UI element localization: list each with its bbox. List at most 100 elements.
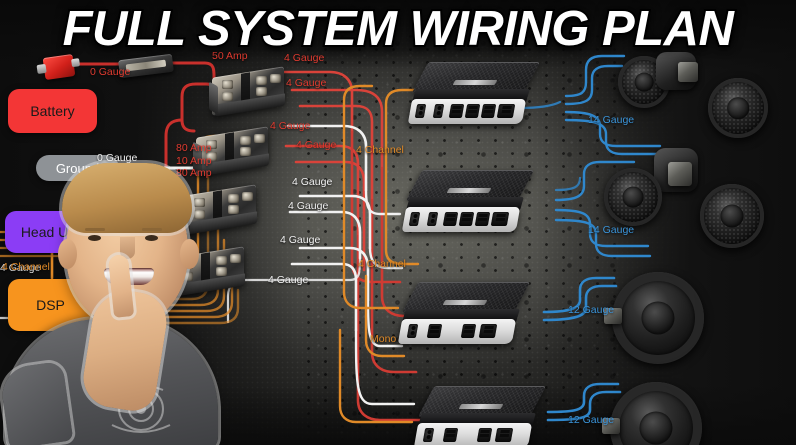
label-ground-gauge-4: 4 Gauge bbox=[268, 274, 309, 286]
midbass-1 bbox=[708, 78, 768, 138]
amplifier-1[interactable] bbox=[407, 62, 541, 126]
amplifier-2[interactable] bbox=[401, 170, 535, 234]
page-title: FULL SYSTEM WIRING PLAN bbox=[61, 0, 736, 58]
amplifier-speaker-terminal bbox=[460, 324, 477, 338]
label-dist-gauge-4: 4 Gauge bbox=[296, 139, 337, 151]
fuse-terminal bbox=[240, 147, 251, 156]
label-dist-gauge-3: 4 Gauge bbox=[270, 120, 311, 132]
label-dsp-out-4channel-1: 4 Channel bbox=[356, 144, 404, 156]
subwoofer-cone: L] bbox=[610, 382, 702, 445]
fuse-terminal bbox=[256, 87, 267, 96]
amplifier-control-panel bbox=[496, 104, 516, 118]
fuse-terminal bbox=[194, 210, 205, 219]
dsp-label: DSP bbox=[36, 297, 65, 313]
presenter-hair bbox=[62, 163, 192, 233]
fuse-terminal bbox=[222, 80, 233, 89]
label-sub-gauge-2: 12 Gauge bbox=[568, 414, 615, 426]
label-ground-gauge-3: 4 Gauge bbox=[280, 234, 321, 246]
presenter-brow-right bbox=[142, 228, 162, 231]
amplifier-control-panel bbox=[494, 428, 514, 442]
fuse-terminal bbox=[270, 74, 281, 83]
label-fuse-80a-top: 80 Amp bbox=[176, 142, 212, 154]
tweeter-2 bbox=[648, 148, 702, 202]
subwoofer-terminal bbox=[602, 418, 620, 434]
label-fuse-80a-bottom: 80 Amp bbox=[176, 167, 212, 179]
label-dist-gauge-2: 4 Gauge bbox=[286, 77, 327, 89]
tweeter-magnet bbox=[678, 62, 698, 82]
label-speaker-gauge-1: 14 Gauge bbox=[588, 114, 635, 126]
amplifier-speaker-terminal bbox=[474, 212, 491, 226]
label-sub-gauge-1: 12 Gauge bbox=[568, 304, 615, 316]
label-battery-to-fuse-gauge: 0 Gauge bbox=[90, 66, 131, 78]
tweeter-1 bbox=[656, 52, 698, 92]
subwoofer-1: L] bbox=[604, 272, 704, 364]
label-fuse-10a: 10 Amp bbox=[176, 155, 212, 167]
fuse-terminal bbox=[216, 267, 227, 276]
battery-terminal-icon bbox=[42, 54, 76, 80]
subwoofer-terminal bbox=[604, 308, 622, 324]
presenter-ear-right bbox=[180, 239, 199, 269]
amplifier-power-terminal bbox=[448, 104, 465, 118]
amplifier-speaker-terminal bbox=[476, 428, 493, 442]
amplifier-control-panel bbox=[478, 324, 498, 338]
label-head-unit-to-dsp: 4 Channel bbox=[2, 261, 50, 273]
fuse-terminal bbox=[228, 194, 239, 203]
presenter-eye-right bbox=[145, 235, 158, 241]
speaker-surround bbox=[700, 184, 764, 248]
amplifier-badge bbox=[458, 404, 504, 409]
speaker-surround bbox=[604, 168, 662, 226]
presenter-brow-left bbox=[85, 228, 105, 231]
tweeter-magnet bbox=[668, 162, 692, 186]
subwoofer-surround bbox=[610, 382, 702, 445]
fuse-terminal bbox=[254, 134, 265, 143]
fuse-terminal bbox=[194, 198, 205, 207]
amplifier-speaker-terminal bbox=[480, 104, 497, 118]
battery-label: Battery bbox=[30, 103, 75, 119]
amplifier-badge bbox=[446, 188, 492, 193]
amplifier-3[interactable] bbox=[397, 282, 531, 346]
fuse-terminal bbox=[216, 256, 227, 265]
label-ground-gauge-2: 4 Gauge bbox=[288, 200, 329, 212]
amplifier-4[interactable] bbox=[413, 386, 547, 445]
presenter-left-arm bbox=[0, 360, 74, 445]
speaker-cone bbox=[708, 78, 768, 138]
presenter-ear-left bbox=[58, 239, 77, 269]
amplifier-speaker-terminal bbox=[458, 212, 475, 226]
fuse-terminal bbox=[206, 140, 217, 149]
subwoofer-logo: L] bbox=[651, 422, 661, 434]
subwoofer-2: L] bbox=[602, 382, 702, 445]
midbass-2 bbox=[700, 184, 764, 248]
presenter-cutout bbox=[0, 145, 232, 445]
amplifier-control-panel bbox=[490, 212, 510, 226]
amplifier-power-terminal bbox=[442, 428, 459, 442]
head-unit-label: Head Uni bbox=[20, 224, 80, 240]
speaker-cone bbox=[604, 168, 662, 226]
amplifier-speaker-terminal bbox=[464, 104, 481, 118]
battery-node[interactable]: Battery bbox=[8, 89, 97, 133]
label-ground-run-gauge: 0 Gauge bbox=[97, 152, 138, 164]
presenter-eye-left bbox=[88, 235, 101, 241]
label-speaker-gauge-2: 14 Gauge bbox=[588, 224, 635, 236]
amplifier-power-terminal bbox=[442, 212, 459, 226]
label-dist-gauge-1: 4 Gauge bbox=[284, 52, 325, 64]
fuse-terminal bbox=[182, 272, 193, 281]
label-dsp-out-mono: Mono bbox=[370, 333, 397, 345]
label-dsp-out-4channel-2: 4 Channel bbox=[358, 258, 406, 270]
subwoofer-logo: L] bbox=[653, 312, 663, 324]
subwoofer-cone: L] bbox=[612, 272, 704, 364]
amplifier-badge bbox=[442, 300, 488, 305]
label-ground-gauge-1: 4 Gauge bbox=[292, 176, 333, 188]
fuse-terminal bbox=[256, 76, 267, 85]
fuse-block-side bbox=[209, 81, 218, 115]
label-dsp-gauge-edge: 4 Gauge bbox=[0, 262, 41, 274]
fuse-terminal bbox=[228, 205, 239, 214]
amplifier-badge bbox=[452, 80, 498, 85]
fuse-terminal bbox=[230, 254, 241, 263]
fuse-terminal bbox=[206, 152, 217, 161]
label-main-fuse-amp: 50 Amp bbox=[212, 50, 248, 62]
speaker-surround bbox=[708, 78, 768, 138]
amplifier-power-terminal bbox=[426, 324, 443, 338]
fuse-terminal bbox=[240, 136, 251, 145]
fuse-terminal bbox=[222, 92, 233, 101]
